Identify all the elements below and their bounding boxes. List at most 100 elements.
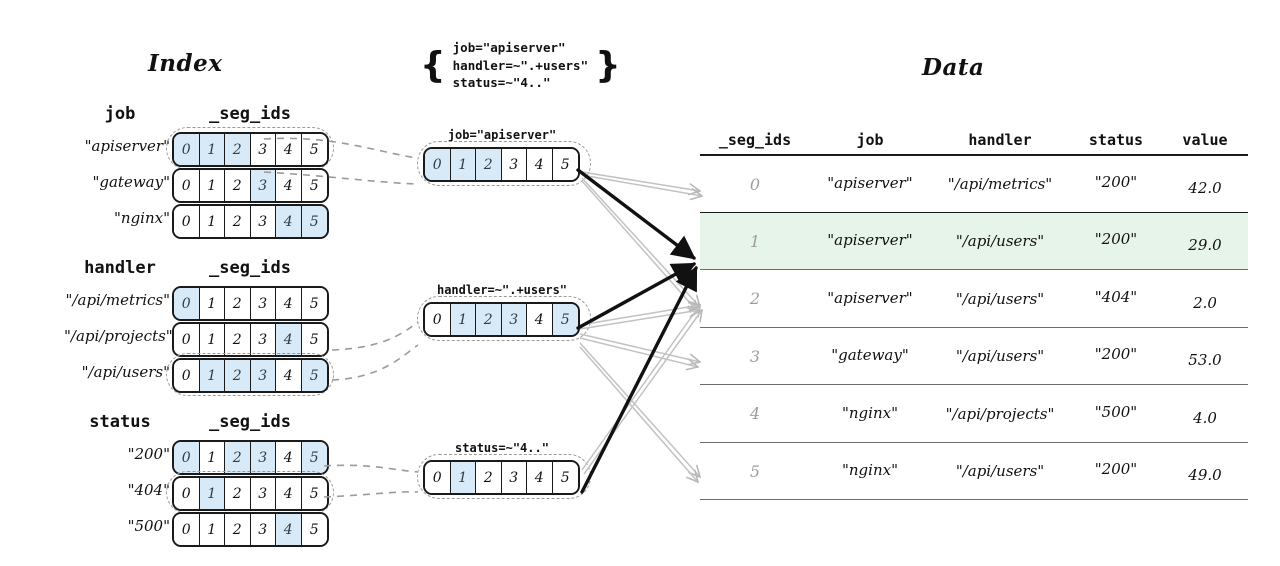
segid-cell[interactable]: 1 <box>199 442 225 473</box>
segid-cell[interactable]: 4 <box>276 206 302 237</box>
segid-cell[interactable]: 3 <box>250 134 276 165</box>
segid-cell[interactable]: 4 <box>527 149 553 180</box>
segid-cell[interactable]: 2 <box>225 324 251 355</box>
segid-cell[interactable]: 2 <box>225 360 251 391</box>
table-row[interactable]: 1 "apiserver" "/api/users" "200" 29.0 <box>700 211 1248 271</box>
weak-arrow-handler-row5 <box>579 342 700 477</box>
segid-cell[interactable]: 3 <box>501 462 527 493</box>
segid-box[interactable]: 0 1 2 3 4 5 <box>172 204 329 239</box>
segid-cell[interactable]: 3 <box>250 288 276 319</box>
segid-cell[interactable]: 3 <box>250 514 276 545</box>
segid-cell[interactable]: 3 <box>250 478 276 509</box>
query-line-handler: handler=~".+users" <box>452 57 589 73</box>
table-header-seg-ids: _seg_ids <box>718 131 792 149</box>
segid-cell[interactable]: 1 <box>199 514 225 545</box>
segid-cell[interactable]: 1 <box>199 134 225 165</box>
segid-cell[interactable]: 4 <box>276 134 302 165</box>
table-row[interactable]: 2 "apiserver" "/api/users" "404" 2.0 <box>700 270 1248 328</box>
segid-cell[interactable]: 2 <box>225 478 251 509</box>
segid-cell[interactable]: 5 <box>301 324 327 355</box>
segid-cell[interactable]: 5 <box>552 304 578 335</box>
table-row[interactable]: 0 "apiserver" "/api/metrics" "200" 42.0 <box>700 156 1248 214</box>
segid-cell[interactable]: 4 <box>276 442 302 473</box>
segid-cell[interactable]: 0 <box>174 170 200 201</box>
segid-cell[interactable]: 2 <box>225 206 251 237</box>
segid-cell[interactable]: 5 <box>552 462 578 493</box>
segid-box[interactable]: 0 1 2 3 4 5 <box>172 322 329 357</box>
segid-cell[interactable]: 1 <box>450 462 476 493</box>
segid-cell[interactable]: 0 <box>425 304 451 335</box>
segid-cell[interactable]: 0 <box>425 462 451 493</box>
segid-cell[interactable]: 4 <box>527 304 553 335</box>
segid-cell[interactable]: 1 <box>199 170 225 201</box>
table-cell-value: 2.0 <box>1193 293 1217 312</box>
segid-cell[interactable]: 5 <box>301 170 327 201</box>
segid-box[interactable]: 0 1 2 3 4 5 <box>172 168 329 203</box>
segid-cell[interactable]: 0 <box>174 206 200 237</box>
segid-cell[interactable]: 0 <box>425 149 451 180</box>
segid-cell[interactable]: 3 <box>501 304 527 335</box>
segid-cell[interactable]: 1 <box>199 478 225 509</box>
segid-cell[interactable]: 2 <box>476 149 502 180</box>
segid-cell[interactable]: 4 <box>276 514 302 545</box>
segid-cell[interactable]: 0 <box>174 134 200 165</box>
segid-box[interactable]: 0 1 2 3 4 5 <box>423 302 580 337</box>
table-cell-seg-id: 2 <box>749 289 761 309</box>
segid-cell[interactable]: 3 <box>250 360 276 391</box>
segid-cell[interactable]: 4 <box>276 324 302 355</box>
segid-cell[interactable]: 3 <box>250 170 276 201</box>
query-lines: job="apiserver" handler=~".+users" statu… <box>453 40 588 92</box>
segid-cell[interactable]: 0 <box>174 514 200 545</box>
segid-box[interactable]: 0 1 2 3 4 5 <box>172 286 329 321</box>
segid-cell[interactable]: 5 <box>301 514 327 545</box>
weak-arrow-status-row2 <box>581 305 700 471</box>
segid-cell[interactable]: 2 <box>225 288 251 319</box>
segid-cell[interactable]: 0 <box>174 288 200 319</box>
segid-box[interactable]: 0 1 2 3 4 5 <box>172 358 329 393</box>
segid-box[interactable]: 0 1 2 3 4 5 <box>423 460 580 495</box>
index-row-label: "nginx" <box>114 209 170 227</box>
segid-cell[interactable]: 4 <box>527 462 553 493</box>
index-segids-header-status: _seg_ids <box>209 412 291 432</box>
segid-cell[interactable]: 2 <box>476 462 502 493</box>
segid-box[interactable]: 0 1 2 3 4 5 <box>172 440 329 475</box>
weak-arrow-job-row0b <box>581 174 702 196</box>
segid-box[interactable]: 0 1 2 3 4 5 <box>423 147 580 182</box>
segid-cell[interactable]: 0 <box>174 478 200 509</box>
segid-cell[interactable]: 4 <box>276 170 302 201</box>
segid-cell[interactable]: 3 <box>250 442 276 473</box>
segid-cell[interactable]: 1 <box>199 288 225 319</box>
segid-cell[interactable]: 5 <box>301 478 327 509</box>
segid-cell[interactable]: 1 <box>199 206 225 237</box>
table-row[interactable]: 4 "nginx" "/api/projects" "500" 4.0 <box>700 385 1248 443</box>
segid-cell[interactable]: 0 <box>174 442 200 473</box>
segid-cell[interactable]: 2 <box>225 514 251 545</box>
segid-cell[interactable]: 5 <box>301 360 327 391</box>
segid-box[interactable]: 0 1 2 3 4 5 <box>172 132 329 167</box>
segid-cell[interactable]: 1 <box>450 149 476 180</box>
segid-cell[interactable]: 3 <box>250 324 276 355</box>
segid-cell[interactable]: 2 <box>225 170 251 201</box>
segid-cell[interactable]: 5 <box>301 206 327 237</box>
segid-cell[interactable]: 4 <box>276 288 302 319</box>
segid-cell[interactable]: 5 <box>301 442 327 473</box>
segid-cell[interactable]: 3 <box>501 149 527 180</box>
segid-cell[interactable]: 0 <box>174 360 200 391</box>
segid-cell[interactable]: 1 <box>199 324 225 355</box>
table-row[interactable]: 5 "nginx" "/api/users" "200" 49.0 <box>700 443 1248 501</box>
segid-cell[interactable]: 1 <box>199 360 225 391</box>
segid-cell[interactable]: 3 <box>250 206 276 237</box>
segid-cell[interactable]: 2 <box>225 134 251 165</box>
segid-cell[interactable]: 5 <box>301 134 327 165</box>
segid-cell[interactable]: 2 <box>476 304 502 335</box>
segid-cell[interactable]: 2 <box>225 442 251 473</box>
segid-cell[interactable]: 0 <box>174 324 200 355</box>
segid-box[interactable]: 0 1 2 3 4 5 <box>172 512 329 547</box>
segid-cell[interactable]: 4 <box>276 360 302 391</box>
segid-cell[interactable]: 4 <box>276 478 302 509</box>
segid-box[interactable]: 0 1 2 3 4 5 <box>172 476 329 511</box>
segid-cell[interactable]: 5 <box>552 149 578 180</box>
segid-cell[interactable]: 1 <box>450 304 476 335</box>
table-row[interactable]: 3 "gateway" "/api/users" "200" 53.0 <box>700 328 1248 386</box>
segid-cell[interactable]: 5 <box>301 288 327 319</box>
